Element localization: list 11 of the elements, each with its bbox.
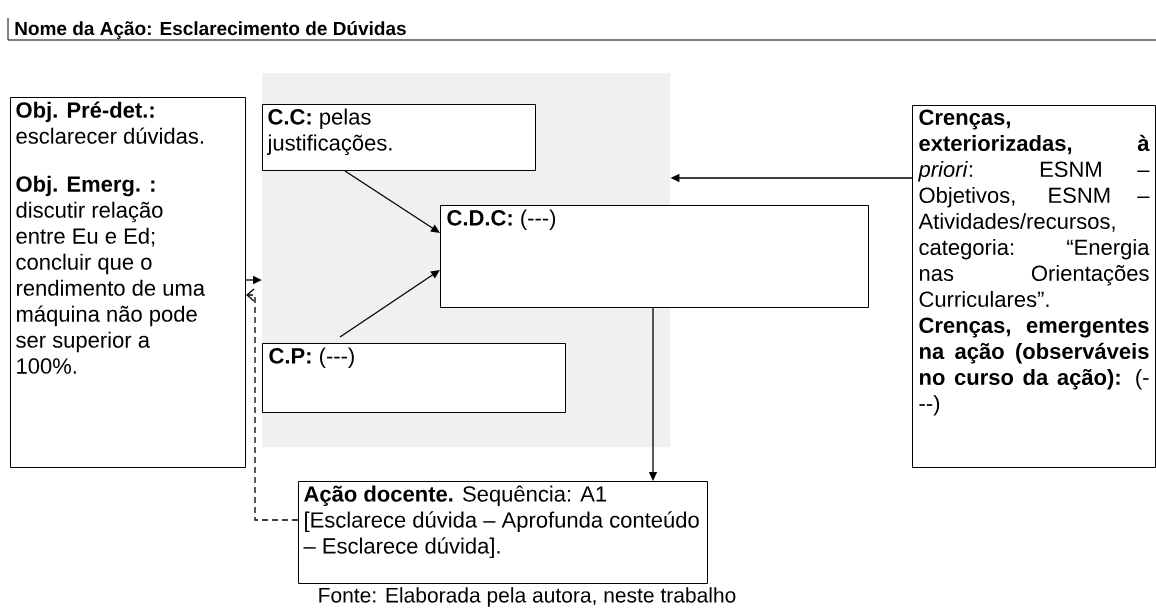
text-box: Ação docente. Sequência: A1 [Esclarece dúvida – Aprofunda conteúdo – Esclarece dúvida]. (298, 481, 708, 584)
arrow (344, 170, 440, 233)
text-box: C.D.C: (---) (440, 205, 869, 308)
text-box: Obj. Pré-det.: esclarecer dúvidas. Obj. Emerg. : discutir relação entre Eu e Ed; concluir que o rendimento de uma máquina não pode ser superior a 100%. (10, 97, 246, 468)
text-box: C.C: pelas justificações. (262, 104, 536, 171)
text-box: C.P: (---) (262, 343, 566, 413)
arrow (339, 270, 440, 338)
caption: Fonte: Elaborada pela autora, neste trabalho (319, 587, 736, 607)
title: Nome da Ação: Esclarecimento de Dúvidas (15, 21, 406, 39)
arrow (246, 288, 299, 521)
text-box: Crenças, exteriorizadas, à priori: ESNM – Objetivos, ESNM – Atividades/recursos, categoria: “Energia nas Orientações Curriculares”. Crenças, emergentes na ação (observáveis no curso da ação): (---) (912, 105, 1156, 468)
